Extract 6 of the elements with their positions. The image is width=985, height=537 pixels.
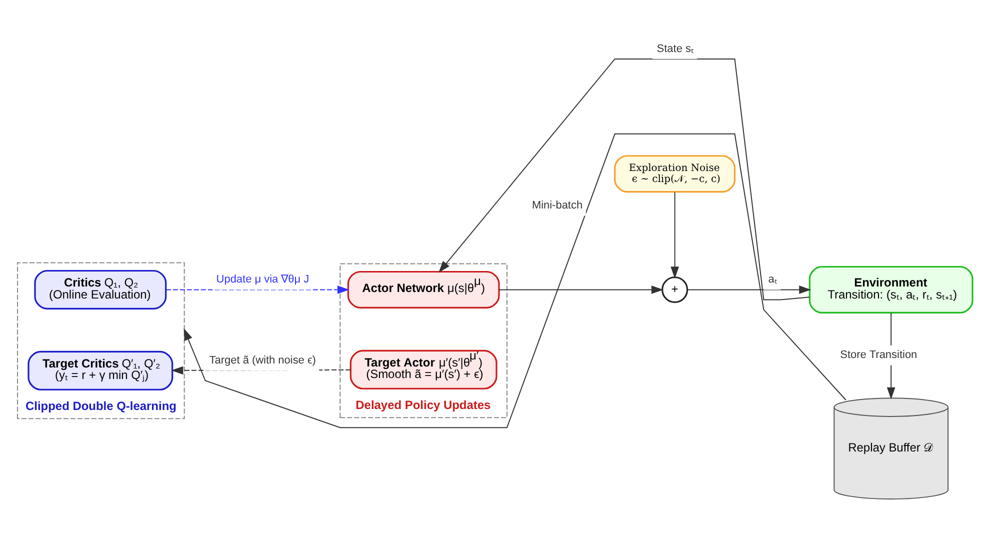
edge-label: Update μ via ∇θμ J (216, 273, 310, 286)
edge-label: Store Transition (840, 348, 918, 361)
edge-label: State sₜ (656, 42, 694, 54)
edge-label: aₜ (768, 273, 778, 286)
edge-label: Target ã (with noise ϵ) (209, 354, 316, 366)
edge-label: Mini-batch (532, 199, 583, 212)
